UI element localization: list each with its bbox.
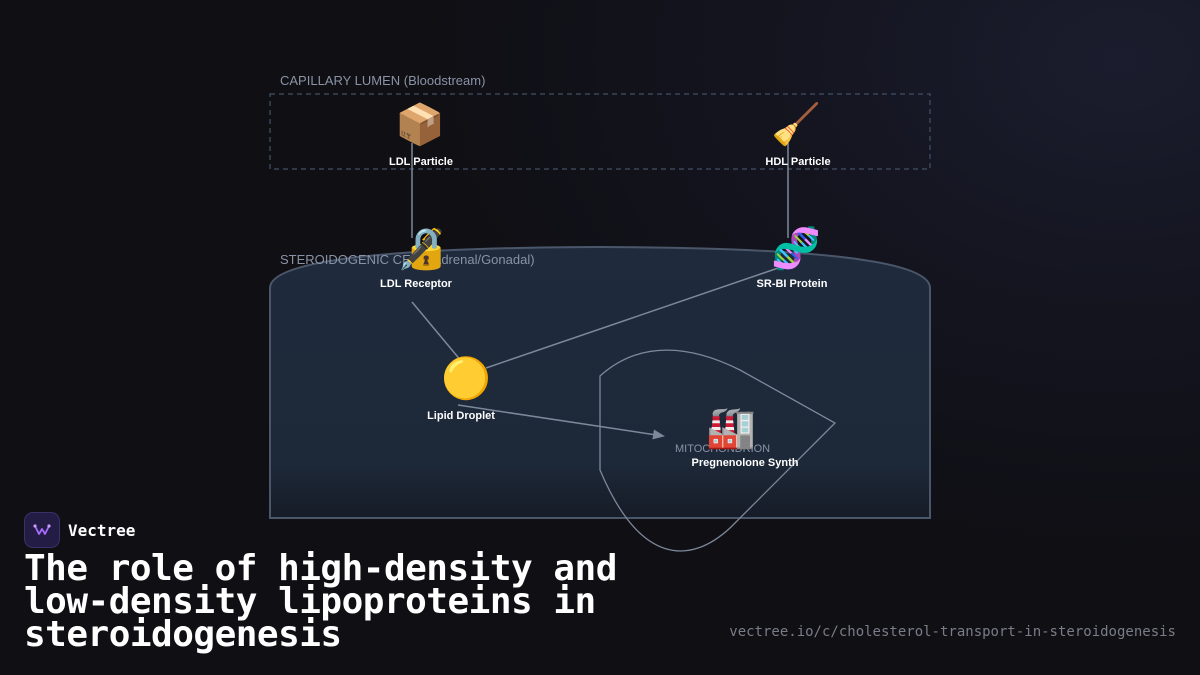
broom-icon: 🧹	[771, 101, 821, 148]
node-pregnenolone-synth: 🏭 Pregnenolone Synth	[692, 405, 799, 469]
cell-label: STEROIDOGENIC CELL (Adrenal/Gonadal)	[280, 252, 535, 267]
ldl-receptor-label: LDL Receptor	[380, 278, 453, 290]
mitochondrion-label: MITOCHONDRION	[675, 443, 770, 455]
node-srbi-protein: 🧬 SR-BI Protein	[757, 224, 828, 290]
ldl-particle-label: LDL Particle	[389, 156, 453, 168]
node-hdl-particle: 🧹 HDL Particle	[765, 101, 830, 168]
vectree-logo-icon	[24, 512, 60, 548]
hdl-particle-label: HDL Particle	[765, 156, 830, 168]
yellow-circle-icon: 🟡	[441, 355, 491, 402]
node-ldl-particle: 📦 LDL Particle	[389, 101, 453, 168]
lock-icon: 🔏	[397, 226, 447, 272]
brand: Vectree	[24, 512, 135, 548]
edge-receptor-to-droplet	[411, 301, 463, 363]
edge-droplet-to-pregnenolone	[457, 404, 665, 440]
pregnenolone-label: Pregnenolone Synth	[692, 457, 799, 469]
capillary-region	[269, 93, 931, 170]
factory-icon: 🏭	[706, 405, 756, 451]
capillary-label: CAPILLARY LUMEN (Bloodstream)	[280, 73, 485, 88]
dna-icon: 🧬	[771, 224, 821, 272]
edge-srbi-to-droplet	[485, 265, 785, 369]
package-icon: 📦	[395, 101, 445, 148]
mitochondrion-region	[599, 349, 837, 552]
page-title: The role of high-density and low-density…	[24, 548, 617, 655]
node-ldl-receptor: 🔏 LDL Receptor	[380, 226, 453, 290]
srbi-protein-label: SR-BI Protein	[757, 278, 828, 290]
page-url: vectree.io/c/cholesterol-transport-in-st…	[729, 624, 1176, 640]
node-lipid-droplet: 🟡 Lipid Droplet	[427, 355, 495, 422]
lipid-droplet-label: Lipid Droplet	[427, 410, 495, 422]
brand-name: Vectree	[68, 520, 136, 540]
